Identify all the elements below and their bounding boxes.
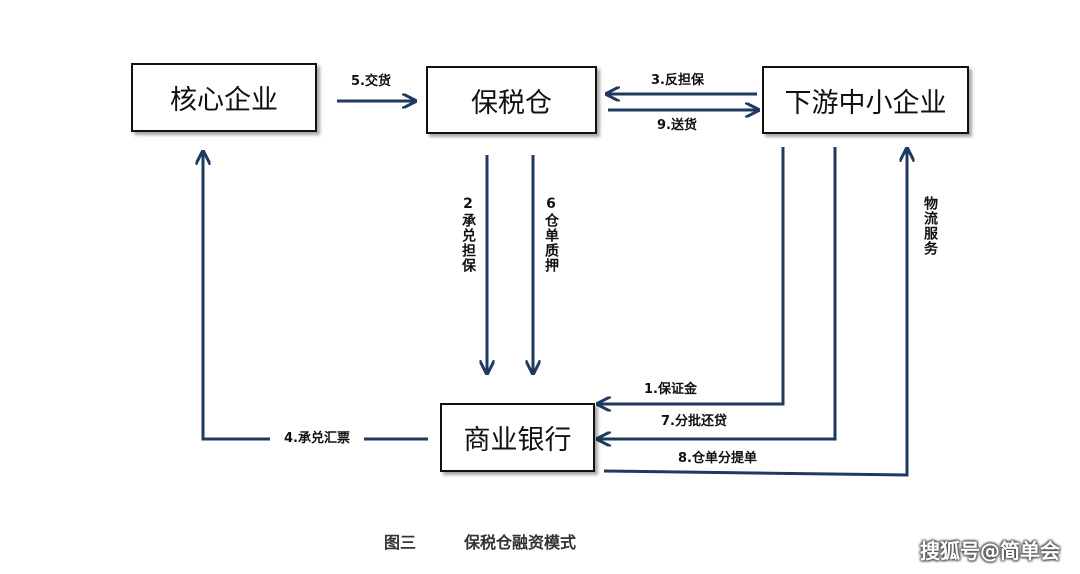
label-edge-9: 9.送货 (657, 118, 697, 133)
node-downstream-sme: 下游中小企业 (762, 66, 969, 134)
watermark: 搜狐号@简单会 (920, 539, 1060, 563)
label-logistics-service: 物流服务 (922, 196, 938, 256)
node-bonded-warehouse: 保税仓 (426, 66, 597, 134)
label-edge-8: 8.仓单分提单 (678, 451, 757, 466)
node-commercial-bank: 商业银行 (440, 403, 595, 472)
node-core-enterprise: 核心企业 (131, 63, 317, 132)
label-edge-6: 6仓单质押 (543, 196, 559, 273)
label-edge-2: 2承兑担保 (460, 196, 476, 273)
label-edge-7: 7.分批还贷 (661, 414, 727, 429)
label-edge-3: 3.反担保 (651, 73, 704, 88)
edge-8-delivery-order (603, 150, 907, 477)
edge-4-acceptance-bill (203, 153, 428, 441)
figure-caption: 保税仓融资模式 (464, 533, 577, 552)
edge-7-repayment (599, 147, 837, 439)
label-edge-4: 4.承兑汇票 (270, 431, 364, 447)
label-edge-5: 5.交货 (351, 74, 391, 89)
edge-1-deposit (599, 147, 785, 404)
figure-number: 图三 (384, 533, 417, 552)
label-edge-1: 1.保证金 (644, 382, 697, 397)
